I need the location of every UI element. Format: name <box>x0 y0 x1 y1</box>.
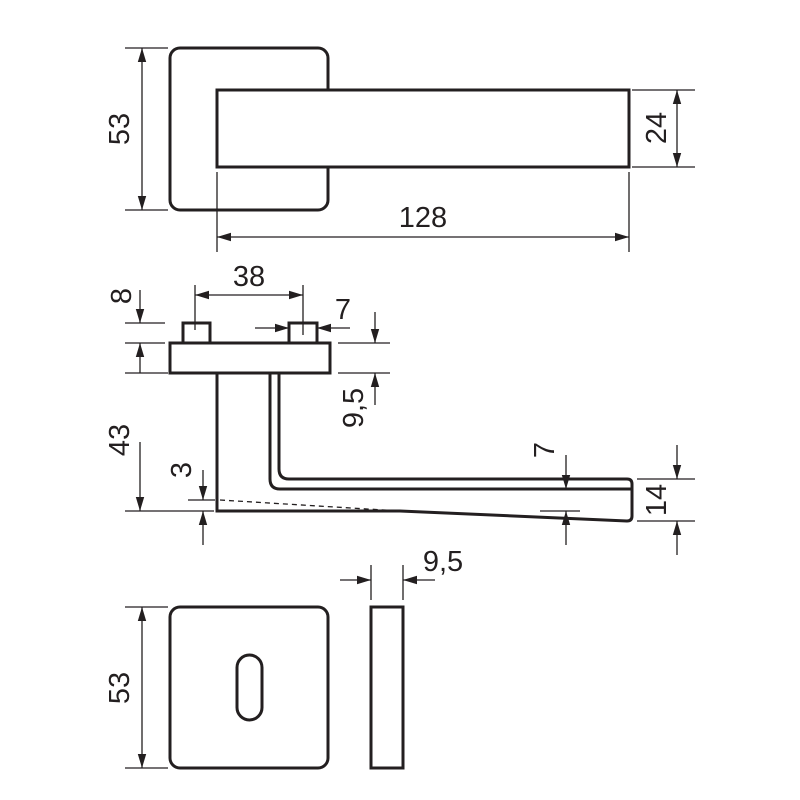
hidden-line <box>219 499 401 512</box>
keyhole-slot <box>235 653 264 722</box>
dim-rosette-thickness: 9,5 <box>338 388 370 428</box>
dim-pin-width: 7 <box>335 294 351 326</box>
dim-escutcheon-height: 53 <box>104 672 136 704</box>
dim-lever-inner: 7 <box>529 442 561 458</box>
dim-spindle-spacing: 38 <box>233 261 265 293</box>
pin-left <box>181 321 212 345</box>
side-view: 38 8 43 3 7 9,5 7 14 <box>104 261 695 555</box>
dim-escutcheon-thickness: 9,5 <box>423 546 463 578</box>
dim-taper: 3 <box>166 462 198 478</box>
escutcheon-side <box>369 605 405 770</box>
rosette-side <box>168 341 332 375</box>
escutcheon-outline <box>168 605 330 770</box>
dim-lever-end-height: 14 <box>641 484 673 516</box>
dim-lever-offset: 43 <box>104 424 136 456</box>
top-view: 53 24 128 <box>104 46 695 252</box>
dim-lever-height: 24 <box>641 112 673 144</box>
lever-side-outline <box>215 373 634 523</box>
lever-outline <box>215 88 631 169</box>
lever-inner-line <box>268 373 632 491</box>
dim-rosette-height: 53 <box>104 113 136 145</box>
escutcheon-view: 53 9,5 <box>104 546 463 770</box>
dim-pin-height: 8 <box>106 288 138 304</box>
dim-lever-length: 128 <box>399 202 447 234</box>
